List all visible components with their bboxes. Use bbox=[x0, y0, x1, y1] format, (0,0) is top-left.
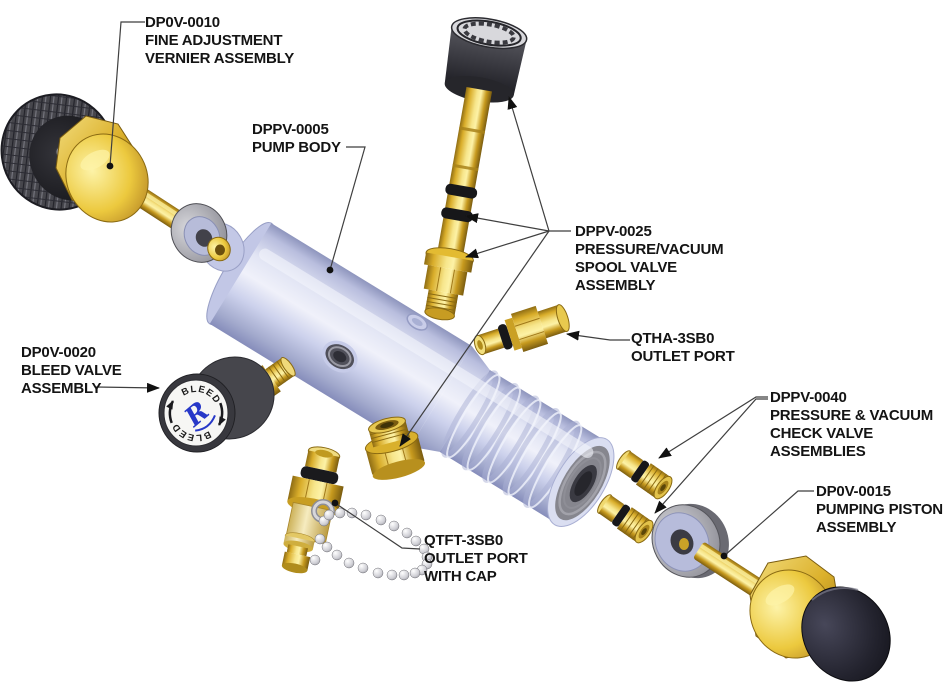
label-bleed-valve: DP0V-0020 BLEED VALVE ASSEMBLY bbox=[21, 344, 122, 397]
body-oval-detail bbox=[406, 313, 428, 331]
part-code: DPPV-0040 bbox=[770, 389, 847, 406]
leader-piston bbox=[723, 490, 814, 557]
piston-handle-cap bbox=[801, 586, 891, 682]
qtha-outlet-port-illustration bbox=[473, 304, 570, 356]
check-valve-illustration bbox=[616, 450, 673, 500]
label-qtft-outlet-port: QTFT-3SB0 OUTLET PORT WITH CAP bbox=[424, 532, 528, 585]
label-check-valves: DPPV-0040 PRESSURE & VACUUM CHECK VALVE … bbox=[770, 389, 934, 460]
leader-qtft bbox=[334, 502, 421, 550]
leader-bleed bbox=[95, 382, 160, 393]
part-code: DP0V-0020 bbox=[21, 344, 96, 361]
grip-ribs bbox=[441, 370, 583, 509]
leader-lines bbox=[95, 21, 814, 560]
qtha-o-ring bbox=[498, 324, 513, 350]
label-piston-assembly: DP0V-0015 PUMPING PISTON ASSEMBLY bbox=[816, 483, 943, 536]
leader-check-valve-2 bbox=[654, 398, 768, 514]
leader-spool-stem bbox=[465, 213, 550, 232]
cap-highlight bbox=[811, 587, 859, 601]
part-code: DPPV-0005 bbox=[252, 121, 329, 138]
pump-body-illustration bbox=[206, 222, 615, 527]
spool-stem bbox=[436, 86, 493, 259]
leader-vernier bbox=[109, 21, 145, 167]
vernier-assembly-illustration bbox=[0, 93, 245, 272]
label-vernier-assembly: DP0V-0010 FINE ADJUSTMENT VERNIER ASSEMB… bbox=[145, 14, 295, 67]
bleed-valve-illustration: BLEED BLEED R bbox=[158, 356, 296, 455]
body-threaded-port bbox=[321, 340, 358, 373]
part-code: DP0V-0010 bbox=[145, 14, 220, 31]
spool-base-fitting bbox=[423, 247, 474, 321]
qtft-o-ring bbox=[300, 466, 339, 485]
vernier-rod-tip bbox=[207, 236, 231, 262]
leader-spool-seat bbox=[399, 230, 550, 447]
check-valve-illustration bbox=[597, 494, 654, 544]
spool-o-ring bbox=[445, 183, 478, 199]
spool-valve-illustration bbox=[423, 17, 528, 321]
label-pump-body: DPPV-0005 PUMP BODY bbox=[252, 121, 341, 156]
leader-qtha bbox=[566, 330, 630, 341]
part-code: QTFT-3SB0 bbox=[424, 532, 504, 549]
leader-spool-base bbox=[465, 230, 550, 259]
qtft-chain bbox=[309, 499, 433, 581]
leader-spool-knob bbox=[507, 96, 571, 232]
label-qtha-outlet-port: QTHA-3SB0 OUTLET PORT bbox=[631, 330, 735, 365]
bleed-knob-face bbox=[163, 379, 229, 447]
label-spool-valve: DPPV-0025 PRESSURE/VACUUM SPOOL VALVE AS… bbox=[575, 223, 724, 294]
leader-check-valve-1 bbox=[658, 396, 768, 459]
part-code: DP0V-0015 bbox=[816, 483, 891, 500]
spool-knob-top bbox=[450, 17, 528, 50]
part-code: QTHA-3SB0 bbox=[631, 330, 715, 347]
part-code: DPPV-0025 bbox=[575, 223, 652, 240]
vernier-brass-flange bbox=[55, 115, 149, 223]
piston-assembly-illustration bbox=[651, 503, 891, 682]
leader-pump-body bbox=[329, 146, 366, 271]
